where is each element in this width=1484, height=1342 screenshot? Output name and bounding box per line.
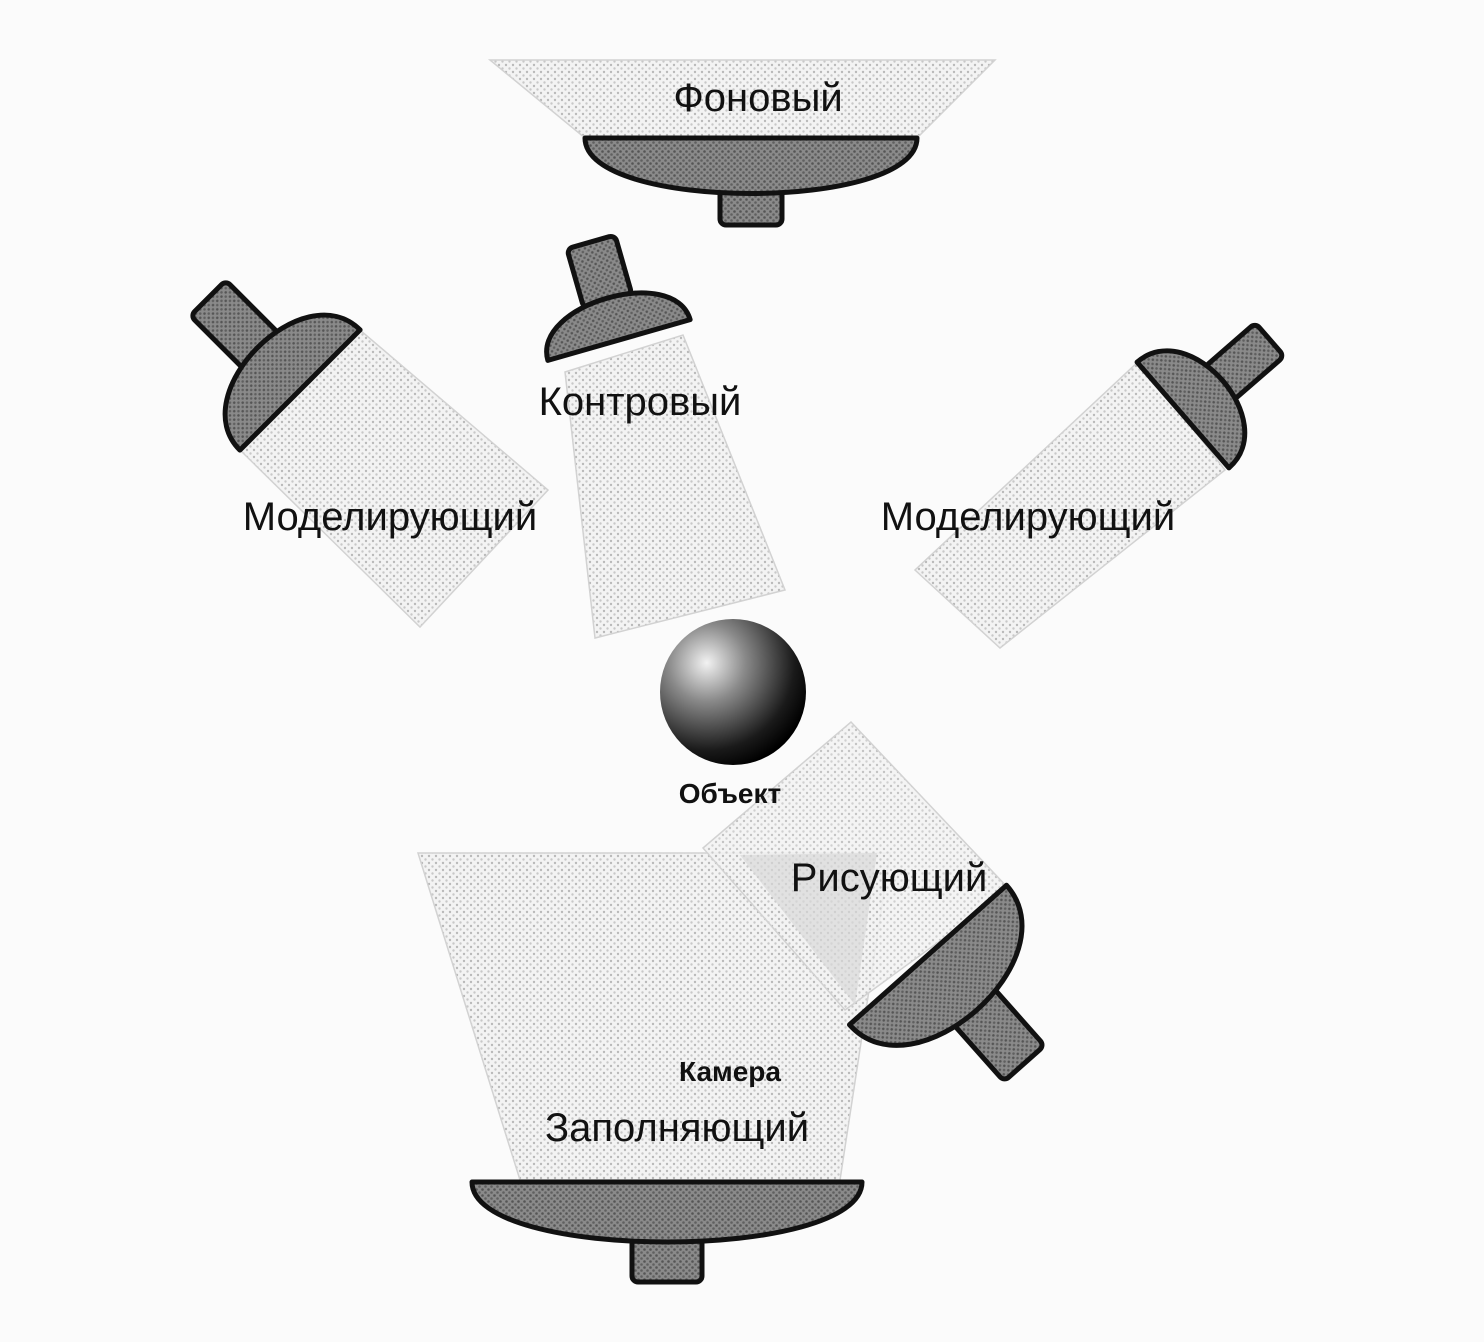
camera-label: Камера	[679, 1056, 781, 1087]
subject-label: Объект	[679, 778, 781, 809]
modeling-right-lamp	[1134, 322, 1285, 471]
key-light-lamp	[846, 882, 1045, 1082]
background-light-lamp	[582, 135, 920, 228]
modeling-left-label: Моделирующий	[243, 495, 537, 539]
fill-light-label: Заполняющий	[545, 1106, 809, 1150]
modeling-right-label: Моделирующий	[881, 495, 1175, 539]
modeling-left-lamp	[190, 280, 363, 453]
fill-light-lamp	[469, 1179, 865, 1285]
back-light-lamp	[544, 233, 693, 363]
back-light-label: Контровый	[539, 380, 742, 424]
key-fill-overlap	[740, 853, 877, 1005]
subject-sphere	[660, 619, 806, 765]
key-light-label: Рисующий	[791, 856, 988, 900]
background-light-label: Фоновый	[673, 76, 842, 120]
back-light-beam	[564, 334, 787, 639]
